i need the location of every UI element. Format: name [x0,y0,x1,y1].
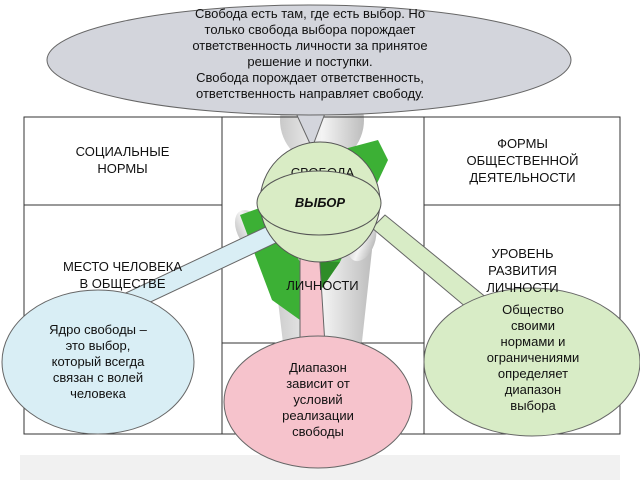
right-bubble [423,287,640,437]
left-bubble-text: Ядро свободы – это выбор, который всегда… [49,322,147,401]
bottom-bubble-text: Диапазон зависит от условий реализации с… [282,360,354,439]
left-bubble [1,289,195,435]
cell-forms-activity: ФОРМЫ ОБЩЕСТВЕННОЙ ДЕЯТЕЛЬНОСТИ [466,136,579,185]
center-circle-face [256,170,382,236]
top-bubble [46,4,572,116]
bottom-bubble [223,335,413,469]
cell-level-development: УРОВЕНЬ РАЗВИТИЯ ЛИЧНОСТИ [486,246,559,295]
top-bubble-text: Свобода есть там, где есть выбор. Но тол… [192,6,428,101]
center-circle-label: ВЫБОР [294,195,346,210]
cell-center-bottom: ЛИЧНОСТИ [286,278,359,293]
cell-social-norms: СОЦИАЛЬНЫЕ НОРМЫ [75,144,170,176]
cell-place-person: МЕСТО ЧЕЛОВЕКА В ОБЩЕСТВЕ [62,259,183,291]
right-bubble-text: Общество своими нормами и ограничениями … [486,302,580,413]
